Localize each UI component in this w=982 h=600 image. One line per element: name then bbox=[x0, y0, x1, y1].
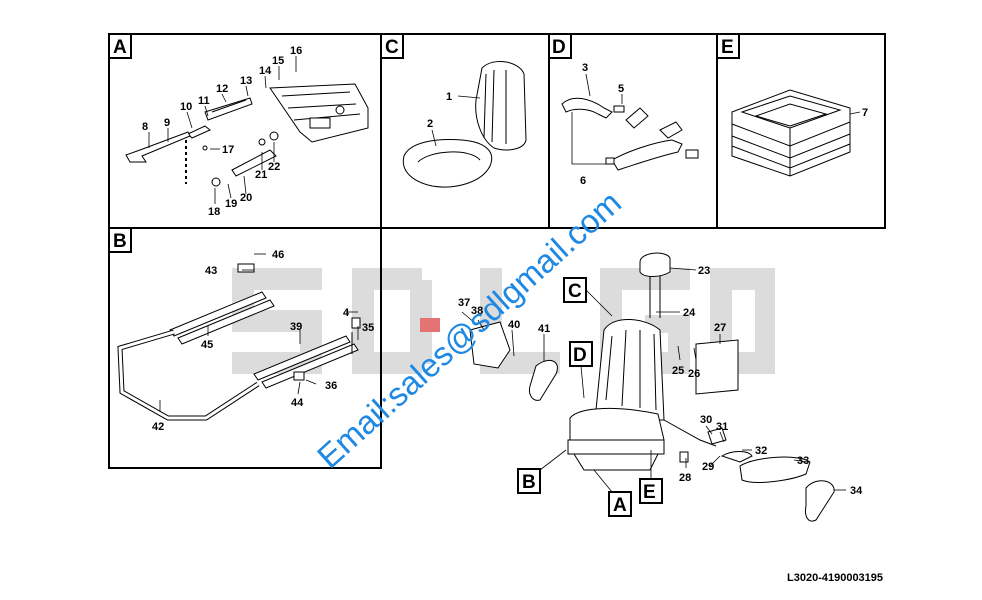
callout-4: 4 bbox=[343, 307, 350, 319]
main-seat-drawing bbox=[469, 252, 835, 522]
callout-44: 44 bbox=[291, 397, 304, 409]
panel-e-drawing bbox=[731, 89, 851, 177]
panel-a-label: A bbox=[108, 33, 132, 59]
tag-e: E bbox=[639, 450, 663, 504]
tag-a: A bbox=[593, 469, 632, 517]
callout-42: 42 bbox=[152, 421, 164, 433]
callout-1: 1 bbox=[446, 91, 452, 103]
callout-18: 18 bbox=[208, 206, 220, 218]
callout-40: 40 bbox=[508, 319, 520, 331]
callout-45: 45 bbox=[201, 339, 213, 351]
panel-c-label: C bbox=[380, 33, 404, 59]
svg-text:D: D bbox=[573, 345, 587, 366]
callout-41: 41 bbox=[538, 323, 550, 335]
callout-8: 8 bbox=[142, 121, 148, 133]
callout-12: 12 bbox=[216, 83, 228, 95]
callout-46: 46 bbox=[272, 249, 284, 261]
callout-30: 30 bbox=[700, 414, 712, 426]
callout-9: 9 bbox=[164, 117, 170, 129]
callout-21: 21 bbox=[255, 169, 267, 181]
tag-d: D bbox=[569, 341, 593, 399]
callout-22: 22 bbox=[268, 161, 280, 173]
callout-39: 39 bbox=[290, 321, 302, 333]
svg-text:A: A bbox=[613, 495, 627, 516]
callout-3: 3 bbox=[582, 62, 588, 74]
callout-20: 20 bbox=[240, 192, 252, 204]
callout-36: 36 bbox=[325, 380, 337, 392]
callout-27: 27 bbox=[714, 322, 726, 334]
callout-28: 28 bbox=[679, 472, 691, 484]
panel-e-label: E bbox=[716, 33, 740, 59]
callout-32: 32 bbox=[755, 445, 767, 457]
callout-26: 26 bbox=[688, 368, 700, 380]
svg-text:E: E bbox=[643, 482, 656, 503]
panel-b-drawing bbox=[117, 263, 361, 421]
callout-25: 25 bbox=[672, 365, 684, 377]
callout-34: 34 bbox=[850, 485, 863, 497]
callout-15: 15 bbox=[272, 55, 284, 67]
panel-a-drawing bbox=[125, 83, 369, 187]
svg-text:C: C bbox=[568, 281, 582, 302]
panel-d-label: D bbox=[548, 33, 572, 59]
callout-10: 10 bbox=[180, 101, 192, 113]
callout-17: 17 bbox=[222, 144, 234, 156]
callout-16: 16 bbox=[290, 45, 302, 57]
callout-35: 35 bbox=[362, 322, 374, 334]
panel-d-frame bbox=[548, 33, 718, 229]
svg-text:D: D bbox=[552, 37, 566, 58]
callout-7: 7 bbox=[862, 107, 868, 119]
callout-23: 23 bbox=[698, 265, 710, 277]
callout-33: 33 bbox=[797, 455, 809, 467]
callout-19: 19 bbox=[225, 198, 237, 210]
svg-text:B: B bbox=[113, 231, 127, 252]
panel-e-frame bbox=[716, 33, 886, 229]
callout-11: 11 bbox=[198, 95, 210, 107]
svg-text:C: C bbox=[385, 37, 399, 58]
callout-5: 5 bbox=[618, 83, 624, 95]
drawing-code: L3020-4190003195 bbox=[787, 572, 883, 584]
callout-24: 24 bbox=[683, 307, 696, 319]
callout-6: 6 bbox=[580, 175, 586, 187]
svg-text:E: E bbox=[721, 37, 734, 58]
tag-b: B bbox=[517, 449, 567, 494]
panel-b-frame bbox=[108, 227, 382, 469]
svg-text:B: B bbox=[522, 472, 536, 493]
callout-38: 38 bbox=[471, 305, 483, 317]
callout-37: 37 bbox=[458, 297, 470, 309]
svg-text:A: A bbox=[113, 37, 127, 58]
callout-29: 29 bbox=[702, 461, 714, 473]
callout-13: 13 bbox=[240, 75, 252, 87]
panel-c-drawing bbox=[402, 60, 527, 188]
callout-2: 2 bbox=[427, 118, 433, 130]
callout-31: 31 bbox=[716, 421, 728, 433]
leader-lines bbox=[148, 56, 861, 491]
panel-b-label: B bbox=[108, 227, 132, 253]
callout-14: 14 bbox=[259, 65, 272, 77]
callout-43: 43 bbox=[205, 265, 217, 277]
panel-d-drawing bbox=[561, 97, 699, 171]
tag-c: C bbox=[563, 277, 613, 317]
